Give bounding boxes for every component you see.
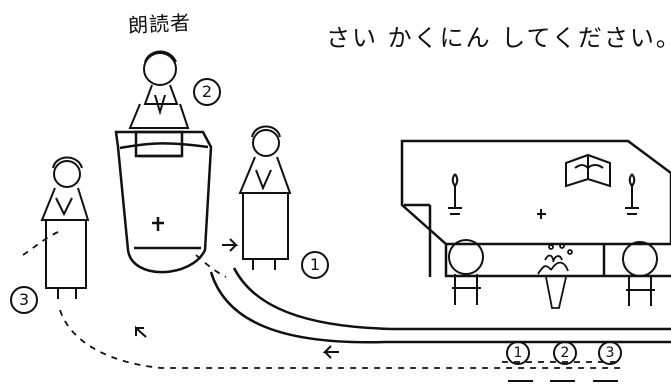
cross-icon [537, 209, 546, 219]
instruction-text: さい かくにん してください。 [326, 24, 671, 52]
route-number-1: 1 [506, 341, 530, 365]
floor-lines [209, 267, 671, 344]
reader-label: 朗読者 [127, 10, 192, 38]
right-server-figure [238, 125, 292, 270]
chair-left [448, 239, 484, 305]
flower-icon [537, 243, 573, 309]
book-icon [565, 153, 611, 188]
left-server-number-badge: 3 [10, 286, 38, 314]
candle-icon [448, 173, 639, 215]
route-number-3: 3 [598, 341, 622, 365]
lectern [114, 130, 213, 274]
reader-figure [128, 50, 190, 129]
chair-right [622, 241, 658, 306]
left-server-figure [40, 156, 90, 299]
reader-number-badge: 2 [193, 78, 221, 106]
arrow-icon [135, 238, 339, 359]
route-number-2: 2 [553, 341, 577, 365]
altar [400, 139, 671, 278]
right-server-number-badge: 1 [301, 251, 329, 279]
